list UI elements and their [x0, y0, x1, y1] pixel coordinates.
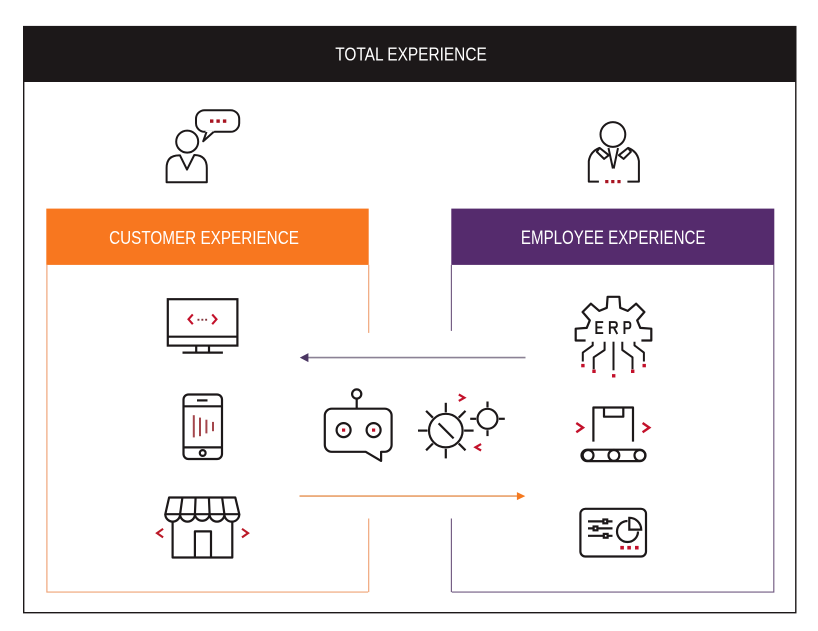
- svg-text:CUSTOMER EXPERIENCE: CUSTOMER EXPERIENCE: [109, 226, 299, 248]
- svg-text:TOTAL EXPERIENCE: TOTAL EXPERIENCE: [335, 44, 487, 65]
- svg-text:EMPLOYEE EXPERIENCE: EMPLOYEE EXPERIENCE: [521, 226, 706, 248]
